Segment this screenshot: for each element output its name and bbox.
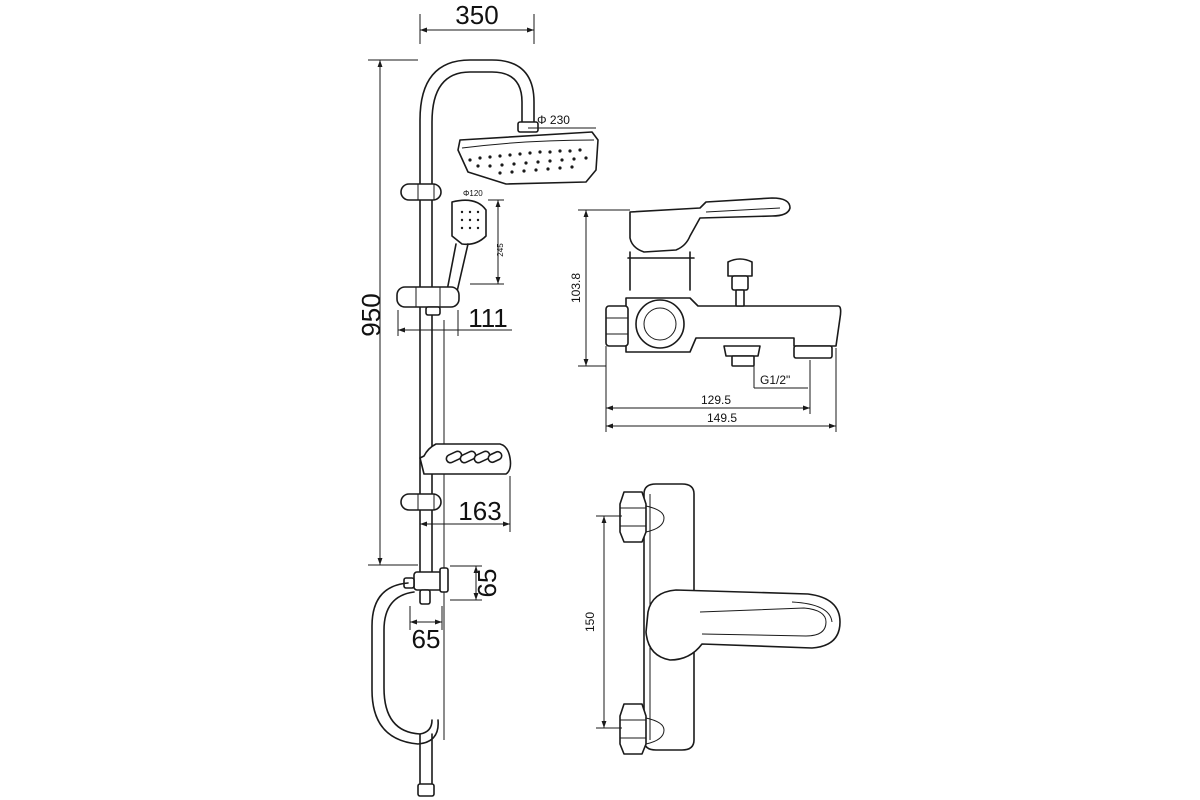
mixer-inlet-nut xyxy=(605,305,629,347)
height-label: 950 xyxy=(356,293,386,336)
soap-dish-offset-label: 163 xyxy=(458,496,501,526)
rail-pipe xyxy=(419,59,535,573)
upper-wall-bracket xyxy=(400,183,442,201)
dimension-height: 950 xyxy=(356,59,418,566)
shower-rail-set: 350 950 xyxy=(356,0,599,797)
mixer-side-view: 103.8 G1/2" 129.5 149.5 xyxy=(569,197,842,432)
spout-length-label: 129.5 xyxy=(701,393,731,407)
lower-wall-bracket: 163 xyxy=(400,476,511,532)
rain-shower-head: Φ 230 xyxy=(457,113,599,185)
hose-end xyxy=(419,733,433,785)
head-connector xyxy=(517,121,539,133)
handshower-diameter-label: Φ120 xyxy=(463,189,483,198)
outlet-thread-label: G1/2" xyxy=(760,373,790,387)
hand-shower: Φ120 245 xyxy=(445,189,505,297)
shower-hose xyxy=(371,582,439,745)
slide-holder: 111 xyxy=(396,286,512,336)
handshower-length-label: 245 xyxy=(496,243,505,257)
upper-inlet-nut xyxy=(619,491,665,543)
width-label: 350 xyxy=(455,0,498,30)
soap-dish xyxy=(419,443,512,475)
connection-spacing-label: 150 xyxy=(583,612,597,632)
mixer-height-label: 103.8 xyxy=(569,273,583,303)
mixer-round-body xyxy=(635,299,685,349)
mixer-front-view: 150 xyxy=(583,483,841,755)
diverter-width-label: 65 xyxy=(412,624,441,654)
mixer-lever xyxy=(629,197,791,253)
holder-offset-label: 111 xyxy=(468,303,508,333)
overall-length-label: 149.5 xyxy=(707,411,737,425)
hose-nut xyxy=(417,783,435,797)
outlet-thread xyxy=(723,345,761,367)
lower-inlet-nut xyxy=(619,703,665,755)
mixer-front-lever xyxy=(645,589,841,661)
head-diameter-label: Φ 230 xyxy=(537,113,570,127)
spout-tip xyxy=(793,345,833,359)
diverter-knob xyxy=(727,258,753,307)
dimension-width: 350 xyxy=(419,0,535,44)
diverter-height-label: 65 xyxy=(472,569,502,598)
diverter: 65 65 xyxy=(403,565,502,654)
